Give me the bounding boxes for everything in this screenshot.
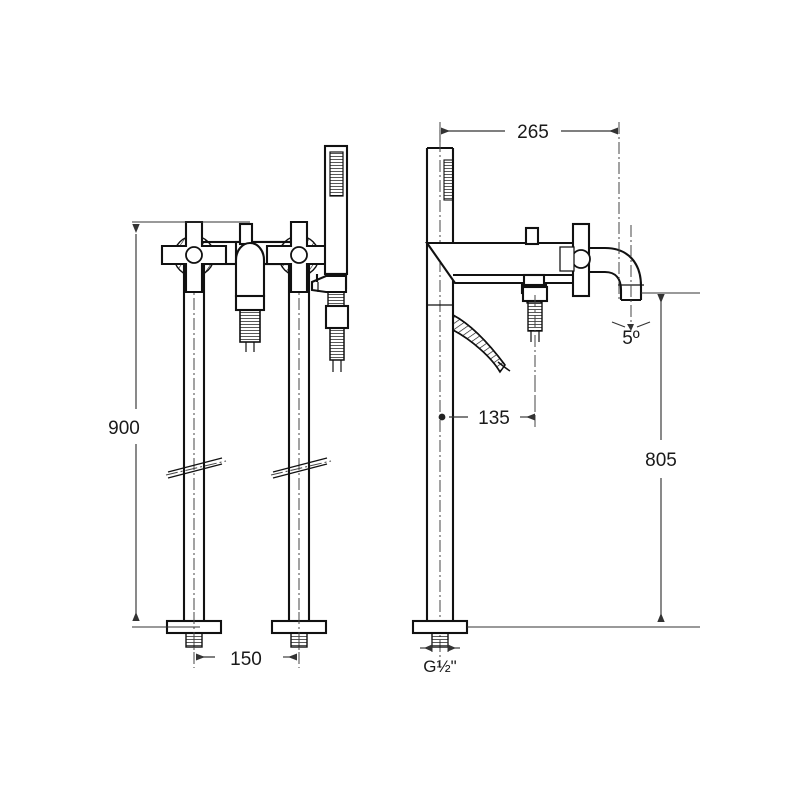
left-cross-handle[interactable]	[160, 220, 228, 294]
arrow-right-135	[526, 413, 535, 421]
arrow-right-265	[609, 127, 618, 135]
dimension-label-900: 900	[108, 418, 140, 439]
arrow-left-thread	[424, 644, 432, 652]
right-riser-break-mark	[270, 457, 332, 479]
left-riser-break-mark	[165, 457, 227, 479]
dimension-805	[467, 292, 700, 628]
arrow-up-805	[657, 294, 665, 303]
side-cross-handle[interactable]	[559, 222, 591, 298]
dimension-angle	[611, 225, 651, 331]
side-elevation-view	[411, 140, 644, 668]
dimension-label-thread: G½"	[423, 657, 456, 676]
arrow-left-265	[441, 127, 450, 135]
dimension-label-265: 265	[517, 122, 549, 143]
side-diverter-knob[interactable]	[520, 273, 549, 430]
dimension-label-135: 135	[478, 408, 510, 429]
centre-diverter-knob[interactable]	[234, 222, 266, 352]
arrow-left-150	[196, 653, 205, 661]
arrow-right-150	[288, 653, 297, 661]
dimension-265	[439, 122, 620, 302]
dimension-label-805: 805	[645, 450, 677, 471]
dimension-label-150: 150	[230, 649, 262, 670]
dimension-135	[438, 380, 536, 421]
side-floor-flange	[411, 619, 469, 648]
dim-dot-135	[438, 413, 446, 421]
dimension-label-angle: 5º	[622, 328, 640, 349]
arrow-down-900	[132, 612, 140, 621]
arrow-right-thread	[448, 644, 456, 652]
dimension-900	[132, 221, 250, 628]
arrow-up-900	[132, 224, 140, 233]
side-shower-head-stripe	[443, 159, 454, 201]
front-elevation-view	[160, 144, 350, 668]
handheld-shower-head	[323, 144, 349, 290]
right-floor-flange	[270, 612, 328, 668]
shower-hose-tail	[324, 304, 350, 372]
shower-hose-coil	[452, 313, 511, 374]
right-cross-handle[interactable]	[265, 220, 333, 294]
spout-outlet	[589, 246, 644, 302]
arrow-down-805	[657, 613, 665, 622]
left-floor-flange	[165, 612, 223, 668]
dimension-150	[196, 653, 297, 661]
spout-body	[424, 226, 582, 285]
dimension-thread	[420, 640, 460, 652]
arrow-angle	[627, 324, 634, 331]
